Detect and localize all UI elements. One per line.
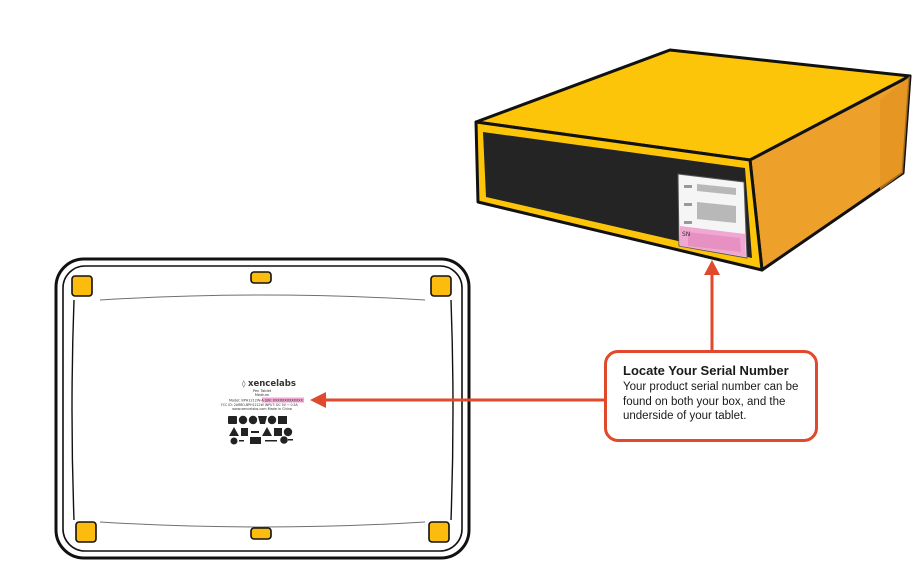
serial-number-callout: Locate Your Serial Number Your product s…	[604, 350, 818, 442]
recycle-icon	[267, 415, 277, 425]
tablet-label: ◊ xencelabs Pen Tablet Medium Model: BPH…	[221, 379, 304, 445]
tablet-underside: ◊ xencelabs Pen Tablet Medium Model: BPH…	[54, 257, 471, 560]
triangle-icon	[262, 427, 272, 436]
web-line-text: www.xencelabs.com Made in China	[232, 407, 292, 411]
rohs-icon	[248, 415, 258, 425]
arrow-to-tablet	[310, 392, 604, 408]
tablet-foot-bottom-center	[250, 527, 272, 540]
callout-title: Locate Your Serial Number	[623, 363, 789, 378]
weee-bin-icon	[258, 416, 267, 424]
box-label-text-line	[684, 221, 692, 224]
tablet-foot-bottom-right	[428, 521, 450, 543]
tablet-contour-right	[450, 299, 454, 521]
cert-icon	[278, 416, 287, 424]
warning-triangle-icon	[229, 427, 239, 436]
callout-body: Your product serial number can be found …	[623, 381, 799, 422]
tablet-foot-top-left	[71, 275, 93, 297]
ce-icon	[238, 415, 248, 425]
box-serial-block	[688, 232, 741, 252]
product-text: Pen Tablet	[253, 389, 272, 393]
tablet-foot-bottom-left	[75, 521, 97, 543]
note-line-icon	[265, 440, 277, 442]
box-label-block	[697, 202, 736, 223]
dash-icon	[251, 431, 259, 433]
arrow-to-box	[704, 260, 720, 350]
kc-icon	[280, 436, 288, 444]
box-label: SN	[677, 173, 748, 259]
grid-icon	[274, 428, 282, 436]
fcc-icon	[228, 416, 237, 424]
product-box: SN	[474, 48, 912, 272]
size-text: Medium	[255, 393, 270, 397]
box-label-block	[697, 184, 736, 195]
compliance-icons-row-2	[229, 427, 293, 437]
compliance-icons-row-3	[230, 436, 293, 445]
brand-text: xencelabs	[248, 379, 296, 389]
tablet-contour-left	[71, 299, 75, 521]
info-icon	[241, 428, 248, 436]
small-dash-icon	[288, 439, 293, 441]
xencelabs-logo-mark: ◊	[242, 380, 246, 388]
small-dash-icon	[239, 440, 244, 442]
tablet-foot-top-right	[430, 275, 452, 297]
circle-mark-icon	[283, 427, 293, 437]
tablet-serial-highlight	[262, 397, 304, 403]
box-label-text-line	[684, 203, 692, 206]
box-serial-mark: SN	[682, 231, 690, 238]
compliance-icons-row-1	[228, 415, 287, 425]
tablet-foot-top-center	[250, 271, 272, 284]
tablet-contour-top	[99, 294, 426, 301]
battery-icon	[250, 437, 261, 444]
fcc-line-text: FCC ID: 2ARBO-BPH1212W INPUT: DC 5V ⎓ 0.…	[221, 403, 299, 407]
box-label-text-line	[684, 185, 692, 188]
model-line-text: Model: BPH1212W-A S/N: XXXXXXXXXXXXX	[229, 399, 304, 403]
power-icon	[230, 437, 238, 445]
tablet-contour-bottom	[99, 521, 426, 528]
box-side-shade	[880, 76, 910, 190]
